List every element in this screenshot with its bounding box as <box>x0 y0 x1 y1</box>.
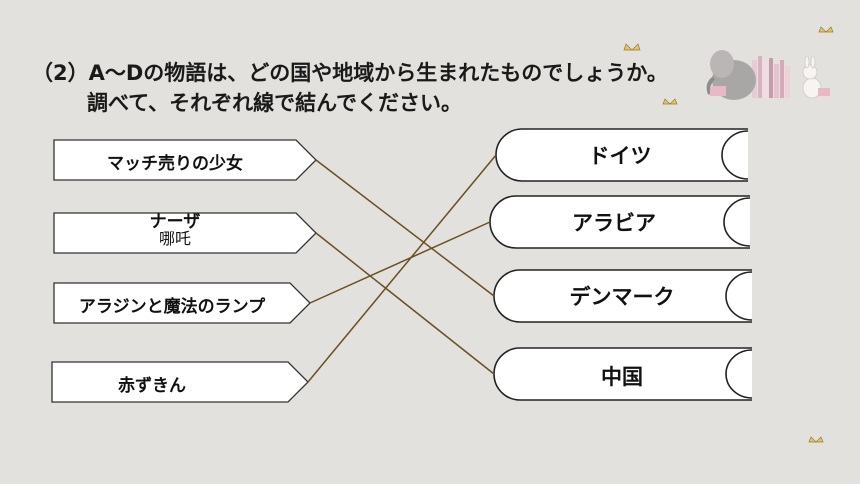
place-label-germany: ドイツ <box>520 140 720 170</box>
story-d-text: 赤ずきん <box>118 376 186 396</box>
story-label-b: ナーザ 哪吒 <box>54 214 296 247</box>
connection-line-story-a-to-denmark <box>315 159 495 297</box>
butterfly-icon <box>623 43 641 51</box>
instruction-line-1: （2）A～Dの物語は、どの国や地域から生まれたものでしょうか。 <box>32 61 668 85</box>
place-denmark-text: デンマーク <box>569 285 675 309</box>
instruction-line-2: 調べて、それぞれ線で結んでください。 <box>87 91 463 115</box>
story-box-d[interactable] <box>51 361 309 403</box>
story-box-a[interactable] <box>53 139 317 181</box>
place-label-denmark: デンマーク <box>520 281 724 311</box>
connection-line-story-b-to-china <box>315 232 495 375</box>
story-label-c: アラジンと魔法のランプ <box>54 292 290 317</box>
story-label-d: 赤ずきん <box>52 371 252 396</box>
story-box-b[interactable] <box>53 212 317 254</box>
instruction-text: （2）A～Dの物語は、どの国や地域から生まれたものでしょうか。 調べて、それぞれ… <box>32 58 668 118</box>
place-china-text: 中国 <box>601 365 643 389</box>
story-b-ruby: 哪吒 <box>158 229 191 248</box>
butterfly-icon <box>662 98 678 105</box>
story-label-a: マッチ売りの少女 <box>54 149 296 174</box>
butterfly-icon <box>808 436 824 443</box>
place-label-china: 中国 <box>520 361 724 391</box>
story-a-text: マッチ売りの少女 <box>107 154 243 174</box>
elephant-reading-books-illustration <box>706 50 830 100</box>
connection-line-story-d-to-germany <box>307 154 497 383</box>
place-germany-text: ドイツ <box>588 144 652 168</box>
story-box-c[interactable] <box>53 282 311 324</box>
story-c-text: アラジンと魔法のランプ <box>78 297 266 317</box>
story-b-text: ナーザ <box>149 212 201 232</box>
place-label-arabia: アラビア <box>512 207 716 237</box>
place-arabia-text: アラビア <box>572 211 656 235</box>
connection-line-story-c-to-arabia <box>309 221 491 304</box>
butterfly-icon <box>818 26 834 33</box>
